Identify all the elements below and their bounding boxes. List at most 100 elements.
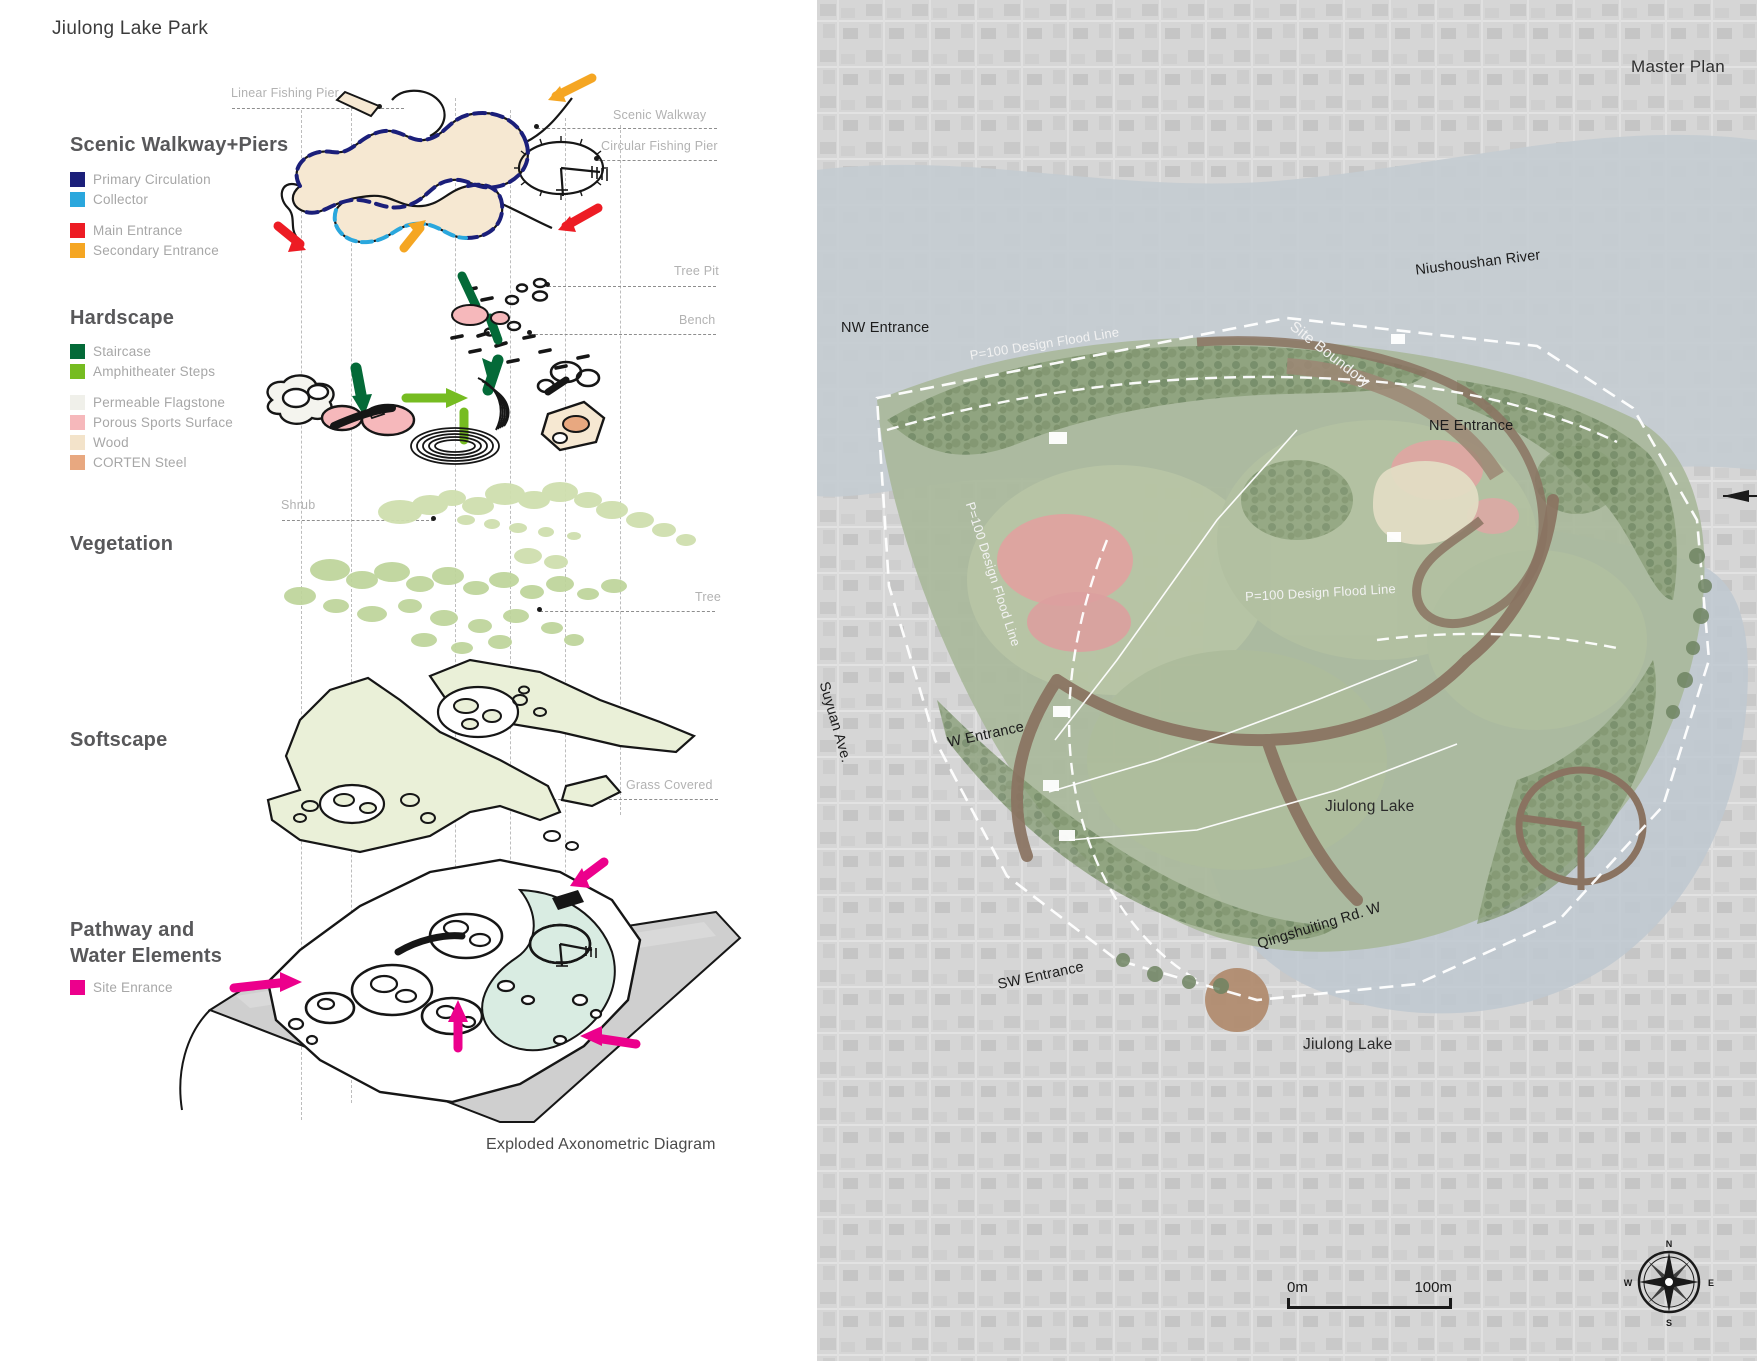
callout-tree-pit: Tree Pit [674, 264, 719, 278]
map-label-ne-entrance: NE Entrance [1429, 418, 1514, 434]
legend-item-wood: Wood [70, 435, 129, 450]
callout-tree: Tree [695, 590, 722, 604]
map-label-jiulong-lake: Jiulong Lake [1325, 798, 1415, 815]
legend-label: Amphitheater Steps [93, 364, 216, 379]
alignment-guide [455, 98, 456, 1098]
leader-line [540, 611, 715, 612]
legend-item-permeable-flagstone: Permeable Flagstone [70, 395, 225, 410]
leader-line [530, 334, 716, 335]
entrance-arrow-main [558, 203, 603, 232]
scale-max-label: 100m [1414, 1279, 1452, 1296]
callout-bench: Bench [679, 313, 716, 327]
color-swatch [70, 172, 85, 187]
layer-softscape [266, 658, 697, 854]
axonometric-caption: Exploded Axonometric Diagram [486, 1136, 716, 1153]
color-swatch [70, 344, 85, 359]
color-swatch [70, 223, 85, 238]
legend-item-site-entrance: Site Enrance [70, 980, 173, 995]
master-plan-title: Master Plan [1630, 57, 1725, 76]
legend-item-staircase: Staircase [70, 344, 151, 359]
legend-label: Permeable Flagstone [93, 395, 226, 410]
site-entrance-arrow [570, 857, 609, 888]
scale-bar: 0m 100m [1287, 1279, 1452, 1309]
callout-circular-fishing-pier: Circular Fishing Pier [601, 139, 718, 153]
entrance-arrow-main [273, 221, 306, 252]
master-plan-panel: Master Plan NW Entrance NE Entrance W En… [817, 0, 1757, 1361]
layer-hardscape [266, 271, 606, 465]
exploded-axonometric-drawing [179, 73, 742, 1123]
alignment-guide [510, 110, 511, 1095]
legend-label: Wood [93, 435, 129, 450]
callout-scenic-walkway: Scenic Walkway [613, 108, 707, 122]
axonometric-panel: Jiulong Lake Park Scenic Walkway+Piers P… [0, 0, 817, 1361]
color-swatch [70, 455, 85, 470]
legend-item-primary-circulation: Primary Circulation [70, 172, 211, 187]
legend-label: Staircase [93, 344, 152, 359]
legend-label: Primary Circulation [93, 172, 211, 187]
legend-item-main-entrance: Main Entrance [70, 223, 183, 238]
color-swatch [70, 980, 85, 995]
site-entrance-arrow [580, 1026, 641, 1049]
legend-item-collector: Collector [70, 192, 148, 207]
compass-east-label: E [1708, 1278, 1714, 1288]
callout-linear-fishing-pier: Linear Fishing Pier [231, 86, 340, 100]
color-swatch [70, 243, 85, 258]
map-label-jiulong-lake: Jiulong Lake [1303, 1036, 1393, 1053]
legend-label: Secondary Entrance [93, 243, 219, 258]
callout-shrub: Shrub [281, 498, 316, 512]
entrance-arrow-secondary [399, 220, 426, 253]
alignment-guide [301, 110, 302, 1120]
legend-item-corten-steel: CORTEN Steel [70, 455, 187, 470]
staircase-arrow [482, 354, 504, 396]
color-swatch [70, 395, 85, 410]
alignment-guide [351, 103, 352, 1103]
color-swatch [70, 364, 85, 379]
legend-label: Site Enrance [93, 980, 173, 995]
site-entrance-arrow [229, 972, 302, 993]
leader-line [232, 108, 404, 109]
leader-line [548, 286, 716, 287]
compass-north-label: N [1666, 1239, 1673, 1249]
map-label-nw-entrance: NW Entrance [841, 320, 930, 336]
leader-endpoint [431, 516, 436, 521]
leader-endpoint [537, 607, 542, 612]
leader-line [537, 128, 717, 129]
layer-scenic-walkway [273, 73, 608, 253]
leader-endpoint [527, 330, 532, 335]
leader-endpoint [545, 282, 550, 287]
leader-endpoint [594, 156, 599, 161]
legend-heading-vegetation: Vegetation [70, 533, 174, 555]
legend-heading-pathway-water: Pathway and Water Elements [70, 919, 223, 967]
legend-heading-softscape: Softscape [70, 729, 168, 751]
layer-vegetation [284, 482, 696, 654]
compass-south-label: S [1666, 1318, 1672, 1328]
legend-label: Main Entrance [93, 223, 183, 238]
scale-min-label: 0m [1287, 1279, 1308, 1296]
entrance-arrow-secondary [548, 73, 597, 102]
leader-line [282, 520, 434, 521]
legend-item-secondary-entrance: Secondary Entrance [70, 243, 219, 258]
staircase-arrow [350, 362, 372, 416]
aerial-site-plan [817, 0, 1757, 1361]
scale-bar-graphic [1287, 1298, 1452, 1309]
callout-grass-covered: Grass Covered [626, 778, 713, 792]
legend-item-porous-sports-surface: Porous Sports Surface [70, 415, 233, 430]
alignment-guide [565, 118, 566, 1078]
legend-heading-scenic: Scenic Walkway+Piers [70, 134, 289, 156]
site-entrance-arrow [448, 1000, 468, 1053]
leader-endpoint [534, 124, 539, 129]
legend-label: Porous Sports Surface [93, 415, 234, 430]
leader-line [597, 160, 717, 161]
page-title: Jiulong Lake Park [52, 18, 209, 39]
legend-heading-hardscape: Hardscape [70, 307, 175, 329]
legend-label: Collector [93, 192, 149, 207]
legend-label: CORTEN Steel [93, 455, 187, 470]
color-swatch [70, 435, 85, 450]
amphitheater-arrow [401, 388, 468, 408]
legend-item-amphitheater-steps: Amphitheater Steps [70, 364, 215, 379]
layer-pathway-water [179, 857, 742, 1123]
leader-line [538, 799, 718, 800]
color-swatch [70, 192, 85, 207]
alignment-guide [620, 125, 621, 815]
